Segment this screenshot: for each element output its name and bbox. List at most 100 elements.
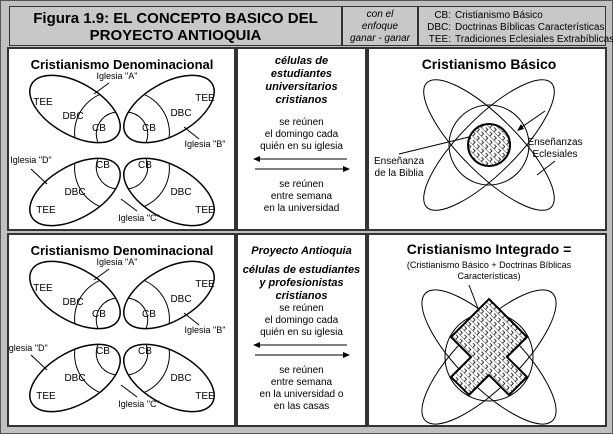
panel-title: Cristianismo Integrado = [407,241,572,257]
two-way-arrows [252,156,350,172]
pointer-arrow [183,312,200,326]
legend-key: TEE: [428,34,451,45]
panel-title: Cristianismo Básico [422,56,557,72]
meeting-text: quién en su iglesia [260,327,343,338]
abbr-tee: TEE [33,97,53,108]
meeting-text: se reúnen [279,179,324,190]
pointer-arrow [93,82,110,95]
abbr-dbc: DBC [64,373,85,384]
panel-title: Cristianismo Denominacional [31,243,214,258]
panel-basic-christianity: Cristianismo Básico Enseñanzas Eclesiale… [367,47,607,231]
abbr-tee: TEE [195,279,215,290]
panel-subtitle: Características) [457,271,520,281]
panel-middle-top: células de estudiantes universitarios cr… [236,47,367,231]
panel-middle-bottom: Proyecto Antioquia células de estudiante… [236,233,367,427]
figure-title: Figura 1.9: EL CONCEPTO BASICO DEL PROYE… [9,6,342,46]
legend-value: Tradiciones Eclesiales Extrabíblicas [455,34,613,45]
title-line: PROYECTO ANTIOQUIA [89,27,262,44]
panel-integrated-christianity: Cristianismo Integrado = (Cristianismo B… [367,233,607,427]
abbr-cb: CB [96,346,110,357]
church-label: Iglesia "B" [185,139,226,149]
abbr-cb: CB [138,346,152,357]
legend-value: Cristianismo Básico [455,10,543,21]
label-biblia: Enseñanza [374,156,424,167]
abbr-dbc: DBC [170,294,191,305]
meeting-text: en las casas [273,401,330,412]
outer-circle [448,104,530,186]
ellipse [423,79,555,211]
legend-key: CB: [434,10,451,21]
approach-line: enfoque [361,21,399,32]
cell-heading: células de [274,55,329,67]
hatched-core [467,123,511,167]
church-label: Iglesia "A" [97,257,138,267]
hatched-integration-area [449,297,529,397]
church-label: Iglesia "C" [118,399,159,409]
title-line: Figura 1.9: EL CONCEPTO BASICO DEL [33,10,318,27]
pointer-line [468,284,480,312]
meeting-text: se reúnen [279,117,324,128]
approach-line: con el [366,9,394,20]
abbr-dbc: DBC [170,373,191,384]
pointer-arrow [120,198,138,212]
cell-heading: cristianos [275,290,328,302]
cell-heading: cristianos [275,94,328,106]
two-way-arrows [252,342,350,358]
integrated-christianity-diagram: Cristianismo Integrado = (Cristianismo B… [407,241,572,425]
legend-item: DBC: Doctrinas Bíblicas Características [423,22,605,34]
abbr-tee: TEE [36,205,56,216]
abbr-tee: TEE [33,283,53,294]
abbr-tee: TEE [195,205,215,216]
meeting-text: en la universidad o [259,389,344,400]
legend-value: Doctrinas Bíblicas Características [455,22,605,33]
cell-heading: células de estudiantes [242,264,361,276]
abbr-cb: CB [138,160,152,171]
label-biblia: de la Biblia [375,168,424,179]
cell-heading: estudiantes [270,68,333,80]
meeting-text: se reúnen [279,303,324,314]
label-eclesiales: Enseñanzas [527,137,582,148]
abbr-cb: CB [142,309,156,320]
pointer-arrow [120,384,138,398]
meeting-text: el domingo cada [264,129,339,140]
abbr-cb: CB [92,123,106,134]
church-label: Iglesia "A" [97,71,138,81]
cell-heading: y profesionistas [259,277,344,289]
abbr-cb: CB [96,160,110,171]
legend-item: TEE: Tradiciones Eclesiales Extrabíblicas [423,34,613,46]
meeting-text: quién en su iglesia [260,141,343,152]
abbr-dbc: DBC [62,111,83,122]
meeting-text: en la universidad [263,203,340,214]
meeting-text: entre semana [270,377,333,388]
abbr-dbc: DBC [64,187,85,198]
project-name: Proyecto Antioquia [251,245,352,257]
abbr-tee: TEE [195,391,215,402]
label-eclesiales: Eclesiales [532,149,577,160]
church-label: Iglesia "D" [10,155,51,165]
basic-christianity-diagram: Cristianismo Básico Enseñanzas Eclesiale… [374,56,583,211]
pointer-arrow [30,168,48,185]
legend-item: CB: Cristianismo Básico [423,10,605,22]
church-label: Iglesia "D" [9,343,48,353]
abbr-cb: CB [92,309,106,320]
panel-title: Cristianismo Denominacional [31,57,214,72]
approach-line: ganar - ganar [349,33,411,44]
abbr-dbc: DBC [62,297,83,308]
cell-heading: universitarios [265,81,338,93]
abbr-dbc: DBC [170,108,191,119]
meeting-text: se reúnen [279,365,324,376]
legend-key: DBC: [427,22,451,33]
abbr-cb: CB [142,123,156,134]
pointer-arrow [93,268,110,281]
meeting-text: entre semana [270,191,333,202]
abbr-tee: TEE [36,391,56,402]
abbr-dbc: DBC [170,187,191,198]
ellipse [423,79,555,211]
legend: CB: Cristianismo Básico DBC: Doctrinas Bíb… [418,6,613,46]
pointer-arrow [30,354,48,371]
